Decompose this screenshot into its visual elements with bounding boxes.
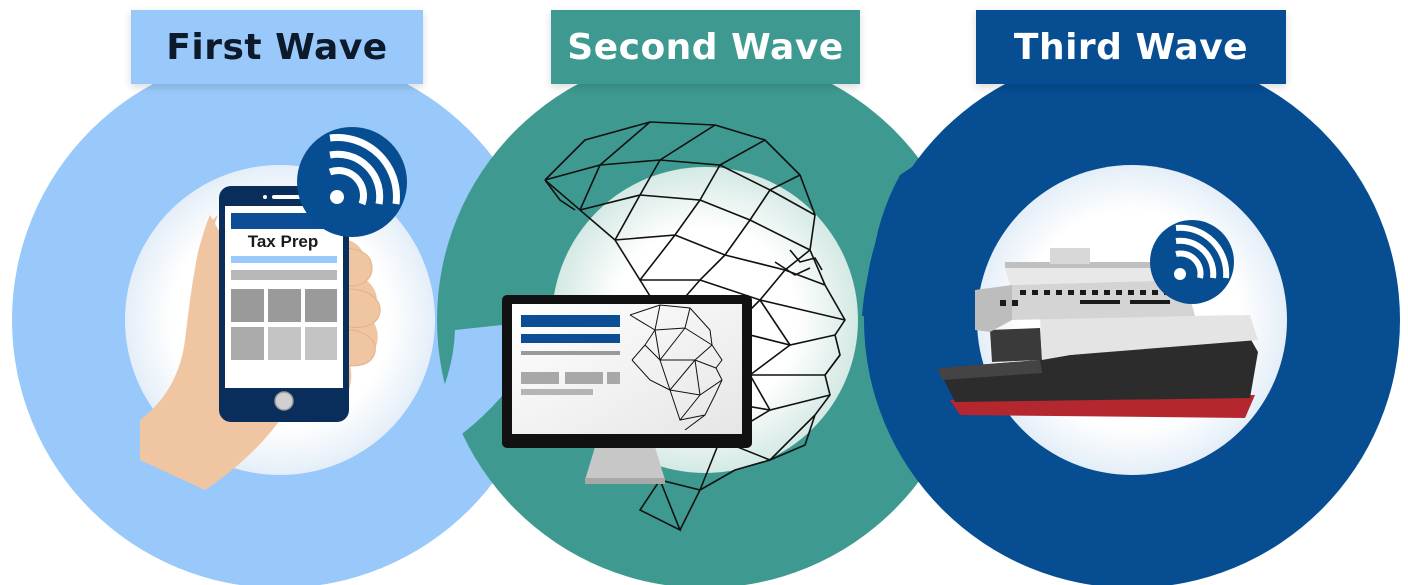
ship-wireless-signal-icon — [1150, 220, 1234, 304]
third-wave-label: Third Wave — [976, 10, 1286, 84]
first-wave-label: First Wave — [131, 10, 423, 84]
smartphone-icon — [219, 186, 349, 422]
phone-app-title: Tax Prep — [247, 232, 319, 251]
wireless-signal-icon — [297, 127, 407, 237]
thumb-shape — [192, 215, 218, 400]
second-wave-label: Second Wave — [551, 10, 860, 84]
monitor-icon — [502, 295, 752, 484]
